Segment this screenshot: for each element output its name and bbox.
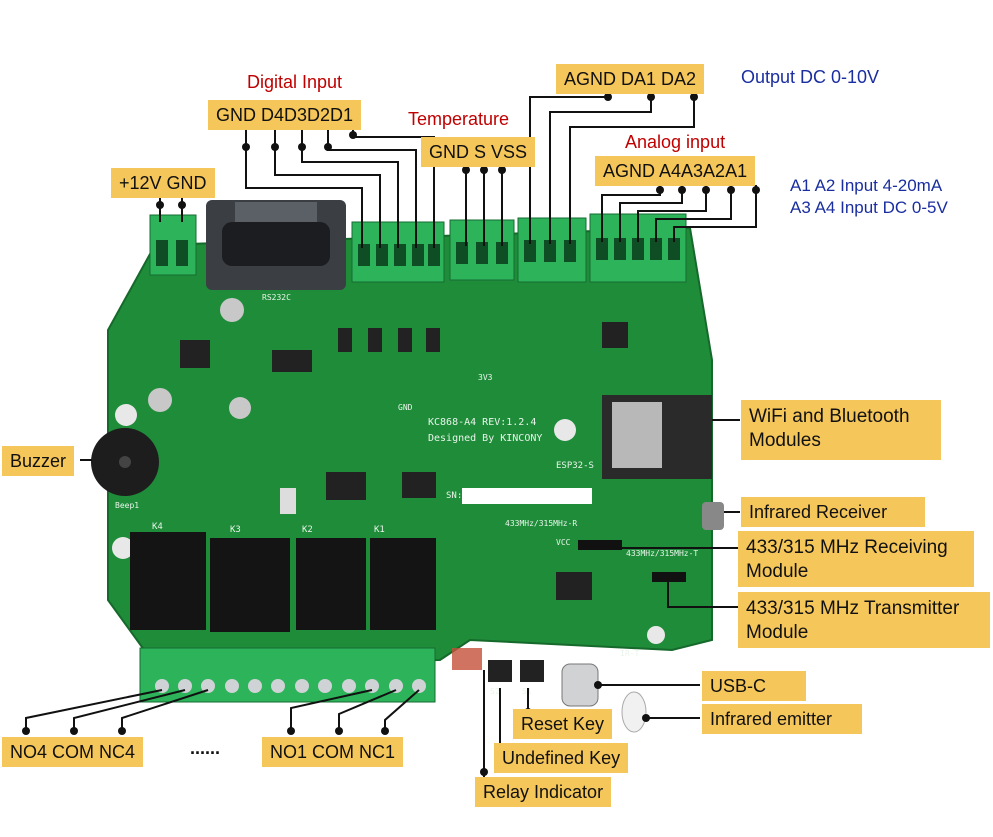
board-sn-text: SN: [446, 491, 462, 501]
board-s1-text: S1 [522, 687, 532, 696]
terminal-power [149, 214, 197, 276]
board-components [112, 298, 665, 644]
terminal-output [517, 217, 587, 283]
temperature-pins-label: GND S VSS [421, 137, 536, 167]
board-k2-text: K2 [302, 525, 313, 535]
rs232-connector [206, 200, 346, 290]
analog-pins-label: AGND A4A3A2A1 [595, 156, 756, 186]
undefined-key-label: Undefined Key [494, 743, 629, 773]
relay-indicator-component [452, 648, 482, 670]
ellipsis-text: ...... [190, 738, 221, 758]
esp32-module [602, 395, 712, 479]
analog-input-header: Analog input [625, 132, 726, 152]
terminal-temperature [449, 219, 515, 281]
power-label: +12V GND [111, 168, 215, 198]
relay1-label: NO1 COM NC1 [262, 737, 404, 767]
digital-input-header: Digital Input [247, 72, 343, 92]
relay-indicator-label: Relay Indicator [475, 777, 612, 807]
leader-lines [25, 96, 757, 778]
temperature-header: Temperature [408, 109, 510, 129]
board-vcc-text: VCC [556, 538, 571, 547]
infrared-receiver-label: Infrared Receiver [741, 497, 925, 527]
digital-pins-label: GND D4D3D2D1 [208, 100, 362, 130]
rf-transmitter-header [652, 572, 686, 582]
analog-note-1: A1 A2 Input 4-20mA [790, 176, 943, 195]
board-gnd-text: GND [398, 403, 413, 412]
reset-key-component [520, 660, 544, 682]
wifi-bluetooth-label: WiFi and Bluetooth Modules [741, 400, 941, 460]
board-rf-t-text: 433MHz/315MHz-T [626, 549, 698, 558]
board-3v3-text: 3V3 [478, 373, 493, 382]
output-dc-header: Output DC 0-10V [741, 67, 880, 87]
relay4-label: NO4 COM NC4 [2, 737, 144, 767]
usb-c-label: USB-C [702, 671, 806, 701]
board-irt-text: IR-T [620, 649, 639, 658]
rf-receiver-header [578, 540, 622, 550]
board-s2-text: S2 [490, 687, 500, 696]
analog-note-2: A3 A4 Input DC 0-5V [790, 198, 948, 217]
usb-c-component [561, 663, 599, 707]
board-beep-text: Beep1 [115, 501, 139, 510]
board-k3-text: K3 [230, 525, 241, 535]
board-model-text: KC868-A4 REV:1.2.4 [428, 417, 536, 428]
board-esp-text: ESP32-S [556, 461, 594, 471]
board-rf-r-text: 433MHz/315MHz-R [505, 519, 577, 528]
board-rs232-text: RS232C [262, 293, 291, 302]
terminal-relays [139, 647, 436, 703]
infrared-emitter-label: Infrared emitter [702, 704, 862, 734]
rf-receiving-label: 433/315 MHz Receiving Module [738, 531, 974, 587]
ir-receiver-component [702, 502, 724, 530]
board-designer-text: Designed By KINCONY [428, 433, 542, 444]
rf-transmitter-label: 433/315 MHz Transmitter Module [738, 592, 990, 648]
board-k4-text: K4 [152, 522, 163, 532]
undefined-key-component [488, 660, 512, 682]
relays [130, 532, 436, 632]
reset-key-label: Reset Key [513, 709, 613, 739]
board-k1-text: K1 [374, 525, 385, 535]
ir-emitter-component [621, 691, 647, 733]
buzzer-label: Buzzer [2, 446, 75, 476]
output-pins-label: AGND DA1 DA2 [556, 64, 705, 94]
